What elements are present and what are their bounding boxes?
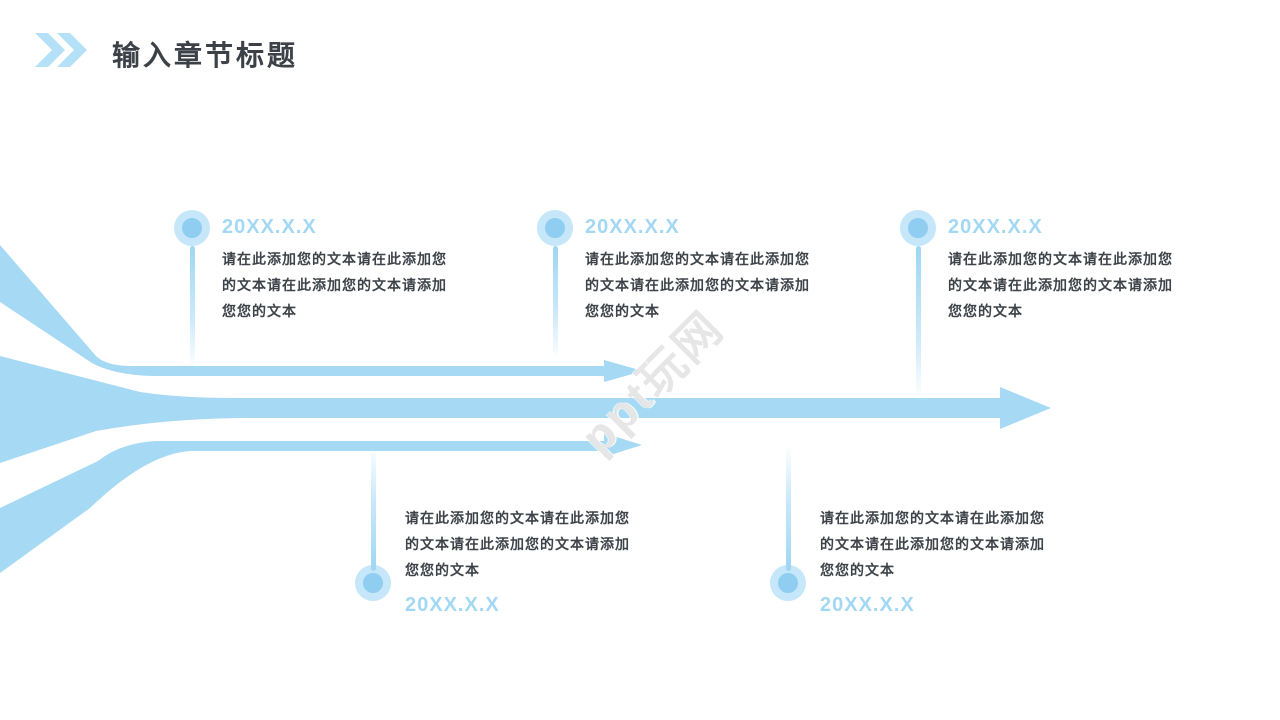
timeline-text-line: 您您的文本: [585, 303, 660, 319]
timeline-dot: [174, 210, 210, 246]
timeline-entry-content: 20XX.X.X 请在此添加您的文本请在此添加您 的文本请在此添加您的文本请添加…: [585, 216, 831, 324]
timeline-text: 请在此添加您的文本请在此添加您 的文本请在此添加您的文本请添加 您您的文本: [820, 505, 1066, 583]
timeline-entry-bottom-2: 请在此添加您的文本请在此添加您 的文本请在此添加您的文本请添加 您您的文本 20…: [770, 440, 1070, 630]
timeline-entry-content: 请在此添加您的文本请在此添加您 的文本请在此添加您的文本请添加 您您的文本 20…: [405, 505, 651, 617]
timeline-text: 请在此添加您的文本请在此添加您 的文本请在此添加您的文本请添加 您您的文本: [222, 246, 468, 324]
chevron-shape: [35, 33, 65, 67]
timeline-text: 请在此添加您的文本请在此添加您 的文本请在此添加您的文本请添加 您您的文本: [948, 246, 1194, 324]
timeline-text-line: 您您的文本: [820, 562, 895, 578]
timeline-text-line: 您您的文本: [948, 303, 1023, 319]
timeline-text-line: 的文本请在此添加您的文本请添加: [948, 277, 1173, 293]
timeline-text: 请在此添加您的文本请在此添加您 的文本请在此添加您的文本请添加 您您的文本: [405, 505, 651, 583]
timeline-entry-content: 20XX.X.X 请在此添加您的文本请在此添加您 的文本请在此添加您的文本请添加…: [222, 216, 468, 324]
timeline-text-line: 的文本请在此添加您的文本请添加: [585, 277, 810, 293]
timeline-text-line: 的文本请在此添加您的文本请添加: [222, 277, 447, 293]
timeline-stem: [190, 246, 195, 368]
timeline-text-line: 请在此添加您的文本请在此添加您: [585, 251, 810, 267]
timeline-entry-top-3: 20XX.X.X 请在此添加您的文本请在此添加您 的文本请在此添加您的文本请添加…: [900, 210, 1200, 400]
chevron-shape: [57, 33, 87, 67]
timeline-text-line: 您您的文本: [405, 562, 480, 578]
timeline-date: 20XX.X.X: [222, 216, 317, 238]
timeline-text-line: 请在此添加您的文本请在此添加您: [222, 251, 447, 267]
timeline-stem: [553, 246, 558, 360]
timeline-stem: [916, 246, 921, 400]
timeline-text: 请在此添加您的文本请在此添加您 的文本请在此添加您的文本请添加 您您的文本: [585, 246, 831, 324]
timeline-stem: [371, 445, 376, 571]
timeline-dot: [537, 210, 573, 246]
timeline-entry-top-2: 20XX.X.X 请在此添加您的文本请在此添加您 的文本请在此添加您的文本请添加…: [537, 210, 837, 380]
double-chevron-icon: [35, 33, 87, 67]
timeline-text-line: 的文本请在此添加您的文本请添加: [405, 536, 630, 552]
timeline-date: 20XX.X.X: [820, 594, 915, 616]
timeline-dot: [900, 210, 936, 246]
timeline-stem: [786, 445, 791, 571]
timeline-entry-top-1: 20XX.X.X 请在此添加您的文本请在此添加您 的文本请在此添加您的文本请添加…: [174, 210, 474, 380]
timeline-text-line: 请在此添加您的文本请在此添加您: [405, 510, 630, 526]
timeline-date: 20XX.X.X: [948, 216, 1043, 238]
timeline-text-line: 的文本请在此添加您的文本请添加: [820, 536, 1045, 552]
section-title: 输入章节标题: [112, 40, 299, 71]
timeline-date: 20XX.X.X: [405, 594, 500, 616]
timeline-entry-content: 20XX.X.X 请在此添加您的文本请在此添加您 的文本请在此添加您的文本请添加…: [948, 216, 1194, 324]
timeline-text-line: 您您的文本: [222, 303, 297, 319]
timeline-text-line: 请在此添加您的文本请在此添加您: [820, 510, 1045, 526]
timeline-date: 20XX.X.X: [585, 216, 680, 238]
timeline-text-line: 请在此添加您的文本请在此添加您: [948, 251, 1173, 267]
timeline-entry-bottom-1: 请在此添加您的文本请在此添加您 的文本请在此添加您的文本请添加 您您的文本 20…: [355, 440, 655, 630]
timeline-entry-content: 请在此添加您的文本请在此添加您 的文本请在此添加您的文本请添加 您您的文本 20…: [820, 505, 1066, 617]
